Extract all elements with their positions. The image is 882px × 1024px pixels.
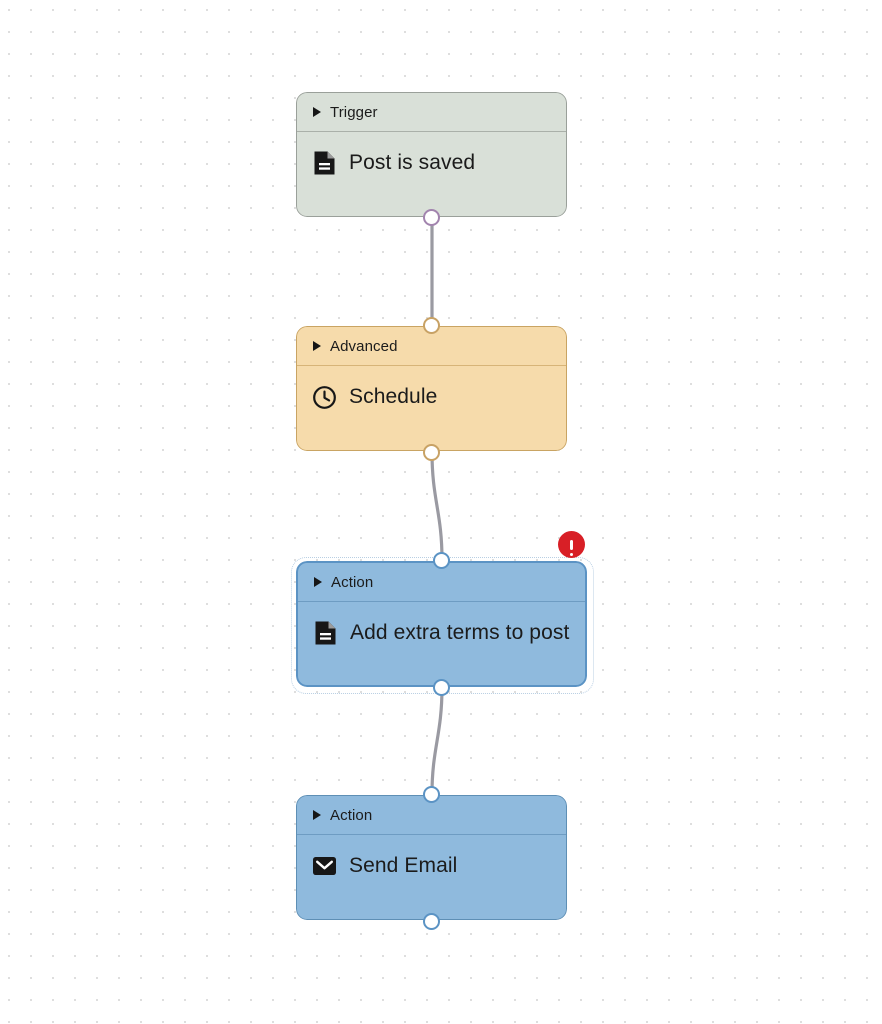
node-divider	[297, 131, 566, 132]
port-out-action-send-email[interactable]	[423, 913, 440, 930]
disclosure-triangle-icon[interactable]	[313, 341, 321, 351]
envelope-icon	[311, 853, 337, 879]
node-body-action[interactable]: Add extra terms to post	[298, 602, 585, 664]
edge-action-to-send-email	[430, 685, 444, 796]
node-title: Send Email	[349, 854, 458, 877]
port-out-action-add-extra-terms[interactable]	[433, 679, 450, 696]
node-divider	[298, 601, 585, 602]
node-advanced-schedule[interactable]: Advanced Schedule Next	[296, 326, 567, 451]
document-icon	[311, 150, 337, 176]
node-header-action[interactable]: Action	[298, 563, 585, 601]
node-title: Post is saved	[349, 151, 476, 174]
node-title: Add extra terms to post	[350, 621, 570, 644]
node-header-label: Trigger	[330, 103, 378, 121]
disclosure-triangle-icon[interactable]	[314, 577, 322, 587]
port-in-action-add-extra-terms[interactable]	[433, 552, 450, 569]
node-body-action[interactable]: Send Email	[297, 835, 566, 897]
port-out-advanced[interactable]	[423, 444, 440, 461]
node-body-trigger[interactable]: Post is saved	[297, 132, 566, 194]
edge-advanced-to-action	[430, 450, 444, 562]
node-title: Schedule	[349, 385, 438, 408]
port-in-advanced[interactable]	[423, 317, 440, 334]
clock-icon	[311, 384, 337, 410]
port-out-trigger[interactable]	[423, 209, 440, 226]
node-trigger-post-is-saved[interactable]: Trigger Post is saved Next	[296, 92, 567, 217]
disclosure-triangle-icon[interactable]	[313, 107, 321, 117]
document-icon	[312, 620, 338, 646]
node-header-label: Action	[330, 806, 373, 824]
node-header-label: Action	[331, 573, 374, 591]
exclamation-mark	[569, 539, 574, 556]
node-header-label: Advanced	[330, 337, 398, 355]
port-in-action-send-email[interactable]	[423, 786, 440, 803]
node-divider	[297, 834, 566, 835]
node-header-trigger[interactable]: Trigger	[297, 93, 566, 131]
node-header-advanced[interactable]: Advanced	[297, 327, 566, 365]
node-action-send-email[interactable]: Action Send Email Next	[296, 795, 567, 920]
node-body-advanced[interactable]: Schedule	[297, 366, 566, 428]
disclosure-triangle-icon[interactable]	[313, 810, 321, 820]
node-action-add-extra-terms[interactable]: Action Add extra terms to post Next	[296, 561, 587, 687]
error-alert-icon[interactable]	[558, 531, 585, 558]
node-header-action[interactable]: Action	[297, 796, 566, 834]
node-divider	[297, 365, 566, 366]
